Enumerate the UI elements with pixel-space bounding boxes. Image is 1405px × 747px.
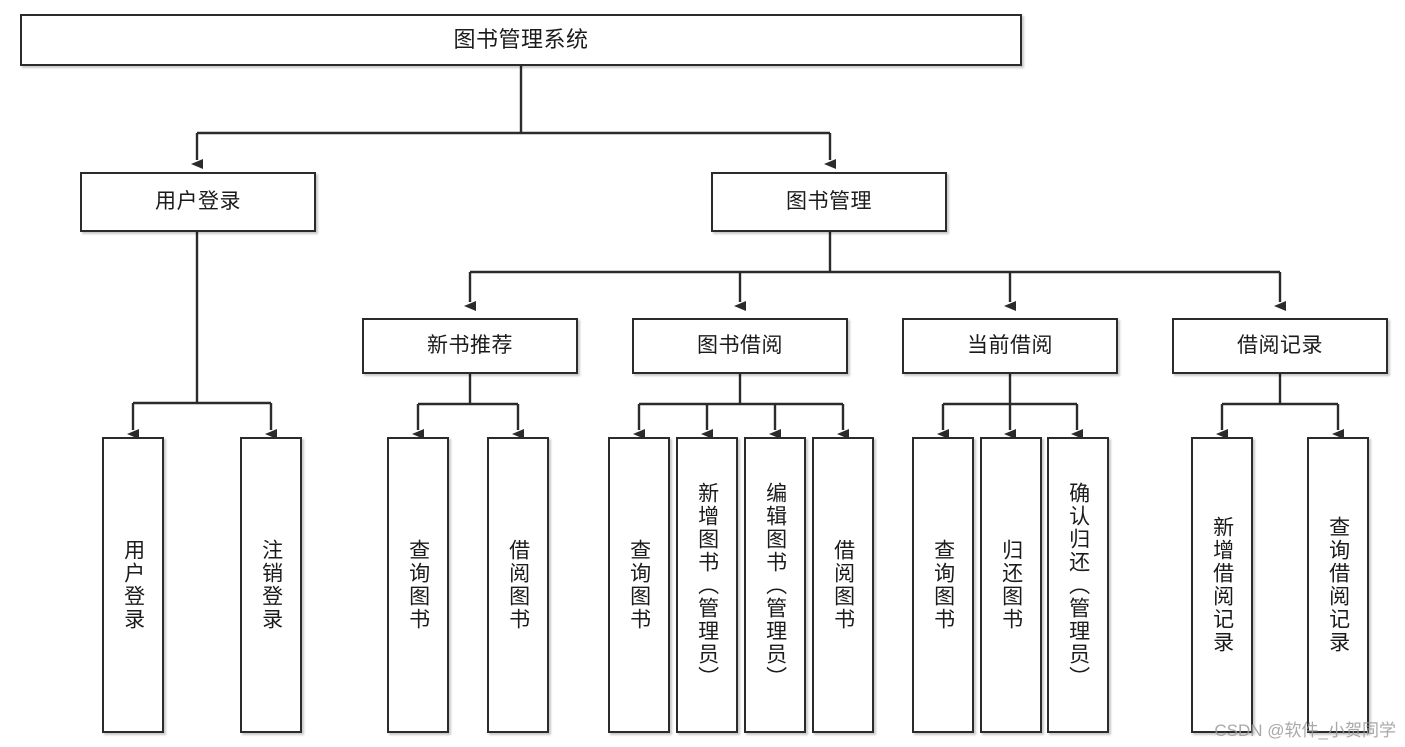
node-label: 借阅记录 <box>1237 333 1323 357</box>
node-label: 新书推荐 <box>427 333 513 357</box>
node-label: 归还图书 <box>999 539 1023 631</box>
node-label: 当前借阅 <box>967 333 1053 357</box>
leaf-current-confirm-return-admin[interactable]: 确认归还（管理员） <box>1047 437 1109 733</box>
node-new-book-recommend[interactable]: 新书推荐 <box>362 318 578 374</box>
node-label: 借阅图书 <box>831 539 855 631</box>
leaf-recommend-query-book[interactable]: 查询图书 <box>387 437 449 733</box>
node-label: 查询图书 <box>406 539 430 631</box>
node-book-management[interactable]: 图书管理 <box>711 172 947 232</box>
leaf-borrow-borrow-book[interactable]: 借阅图书 <box>812 437 874 733</box>
node-label: 查询借阅记录 <box>1326 516 1350 654</box>
leaf-borrow-add-book-admin[interactable]: 新增图书（管理员） <box>676 437 738 733</box>
node-label: 新增图书（管理员） <box>695 481 719 689</box>
node-label: 注销登录 <box>259 539 283 631</box>
node-user-login[interactable]: 用户登录 <box>80 172 316 232</box>
node-label: 图书借阅 <box>697 333 783 357</box>
node-book-borrow[interactable]: 图书借阅 <box>632 318 848 374</box>
node-label: 用户登录 <box>121 539 145 631</box>
node-label: 编辑图书（管理员） <box>763 481 787 689</box>
leaf-current-return-book[interactable]: 归还图书 <box>980 437 1042 733</box>
node-label: 查询图书 <box>931 539 955 631</box>
node-label: 用户登录 <box>155 189 241 213</box>
node-current-borrow[interactable]: 当前借阅 <box>902 318 1118 374</box>
leaf-current-query-book[interactable]: 查询图书 <box>912 437 974 733</box>
node-label: 借阅图书 <box>506 539 530 631</box>
node-label: 确认归还（管理员） <box>1066 481 1090 689</box>
leaf-user-login-logout[interactable]: 注销登录 <box>240 437 302 733</box>
watermark: CSDN @软件_小贺同学 <box>1214 721 1396 740</box>
node-label: 图书管理系统 <box>453 27 589 53</box>
leaf-record-add-record[interactable]: 新增借阅记录 <box>1191 437 1253 733</box>
node-label: 查询图书 <box>627 539 651 631</box>
node-root-system[interactable]: 图书管理系统 <box>20 14 1022 66</box>
leaf-user-login-login[interactable]: 用户登录 <box>102 437 164 733</box>
node-label: 图书管理 <box>786 189 872 213</box>
leaf-record-query-record[interactable]: 查询借阅记录 <box>1307 437 1369 733</box>
leaf-borrow-edit-book-admin[interactable]: 编辑图书（管理员） <box>744 437 806 733</box>
leaf-recommend-borrow-book[interactable]: 借阅图书 <box>487 437 549 733</box>
node-label: 新增借阅记录 <box>1210 516 1234 654</box>
leaf-borrow-query-book[interactable]: 查询图书 <box>608 437 670 733</box>
node-borrow-record[interactable]: 借阅记录 <box>1172 318 1388 374</box>
